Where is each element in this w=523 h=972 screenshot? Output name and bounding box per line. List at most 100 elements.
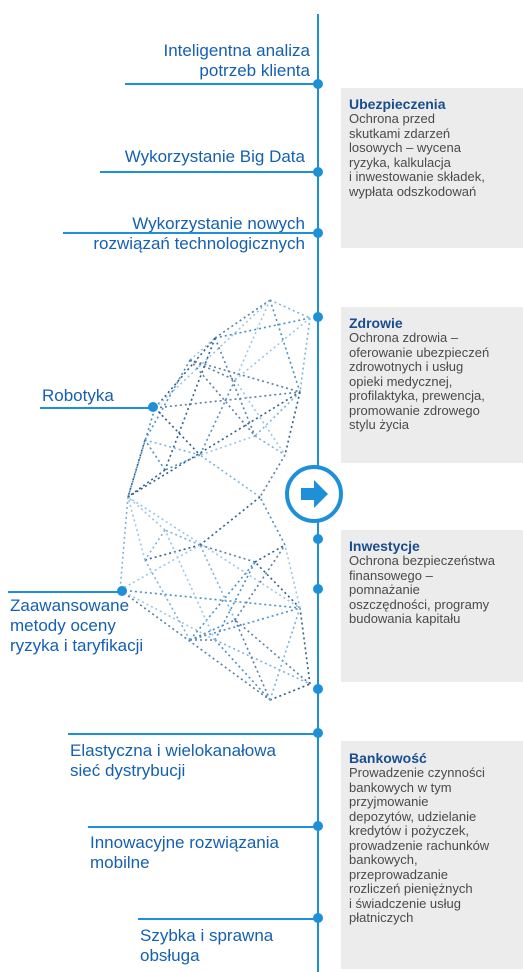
network-line [214,317,311,339]
network-line [164,529,201,546]
panel-dot [313,534,323,544]
network-line [254,435,286,456]
network-line [127,496,146,561]
network-line [214,639,271,701]
item-dot [313,167,323,177]
network-line [199,544,236,621]
network-line [254,544,286,563]
network-line [299,607,311,685]
network-line [269,683,311,701]
network-line [154,337,216,409]
network-line [284,544,301,609]
item-dot [117,586,127,596]
network-line [234,619,311,685]
network-line [119,544,201,591]
network-line [154,391,301,409]
item-dot [313,79,323,89]
network-line [214,299,271,339]
network-line [154,407,201,456]
network-line [299,317,311,393]
network-line [154,299,271,409]
network-line [127,496,166,531]
network-line [189,619,236,641]
panel-title: Ubezpieczenia [349,96,446,112]
item-robotics: Robotyka [42,386,114,405]
item-underline [63,232,320,234]
network-line [199,379,236,456]
network-line [144,559,191,641]
network-line [254,561,301,609]
item-underline [8,591,121,593]
network-line [189,359,256,437]
network-line [234,544,286,621]
network-line [127,496,301,609]
panel-dot [313,312,323,322]
network-line [269,299,311,319]
network-line [164,529,216,641]
panel-title: Bankowość [349,750,427,766]
item-dot [148,402,158,412]
network-line [234,379,286,456]
item-dot [313,728,323,738]
network-line [189,337,216,361]
network-line [214,337,256,437]
item-dot [313,821,323,831]
panel-health: Zdrowie Ochrona zdrowia –oferowanie ubez… [341,307,523,463]
item-underline [125,83,320,85]
item-underline [100,171,320,173]
network-line [269,299,301,393]
item-underline [68,733,320,735]
network-line [199,544,256,563]
network-line [119,589,271,701]
network-line [144,439,166,471]
network-line [119,589,301,609]
network-line [127,407,156,498]
panel-dot [313,684,323,694]
arrow-right-icon [301,480,328,508]
network-line [144,359,191,441]
network-line [164,454,201,471]
network-line [269,607,301,701]
panel-title: Inwestycje [349,538,420,554]
network-line [259,454,286,498]
network-line [164,337,216,471]
panel-title: Zdrowie [349,315,403,331]
item-big-data: Wykorzystanie Big Data [124,147,305,166]
network-line [284,391,301,456]
network-line [127,391,301,498]
item-underline [88,826,320,828]
panel-dot [313,584,323,594]
item-dot [313,228,323,238]
network-line [199,454,261,498]
item-underline [40,407,153,409]
network-line [189,561,256,641]
network-line [199,496,261,546]
network-line [254,391,301,437]
network-line [119,496,129,591]
network-line [189,607,301,641]
network-line [144,529,166,561]
network-line [214,639,311,685]
network-line [189,359,301,393]
network-line [189,359,236,381]
network-line [234,619,271,701]
item-dot [313,913,323,923]
item-underline [138,918,320,920]
network-line [259,496,286,546]
arrow-circle [285,465,343,523]
network-line [234,317,311,381]
